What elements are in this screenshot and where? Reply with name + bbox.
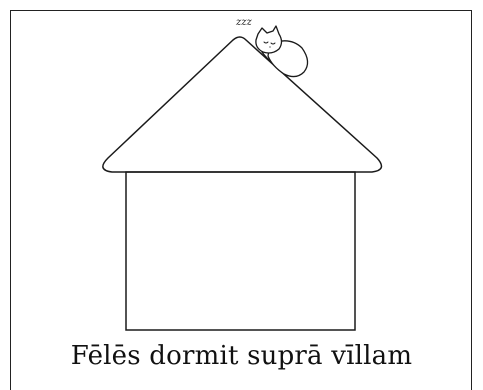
illustration-frame — [10, 10, 472, 390]
house-walls — [125, 171, 356, 331]
house-roof — [102, 36, 383, 173]
illustration-caption: Fēlēs dormit suprā vīllam — [70, 341, 413, 371]
sleeping-cat-icon — [255, 25, 309, 78]
sleep-zzz-text: zzz — [235, 17, 253, 28]
